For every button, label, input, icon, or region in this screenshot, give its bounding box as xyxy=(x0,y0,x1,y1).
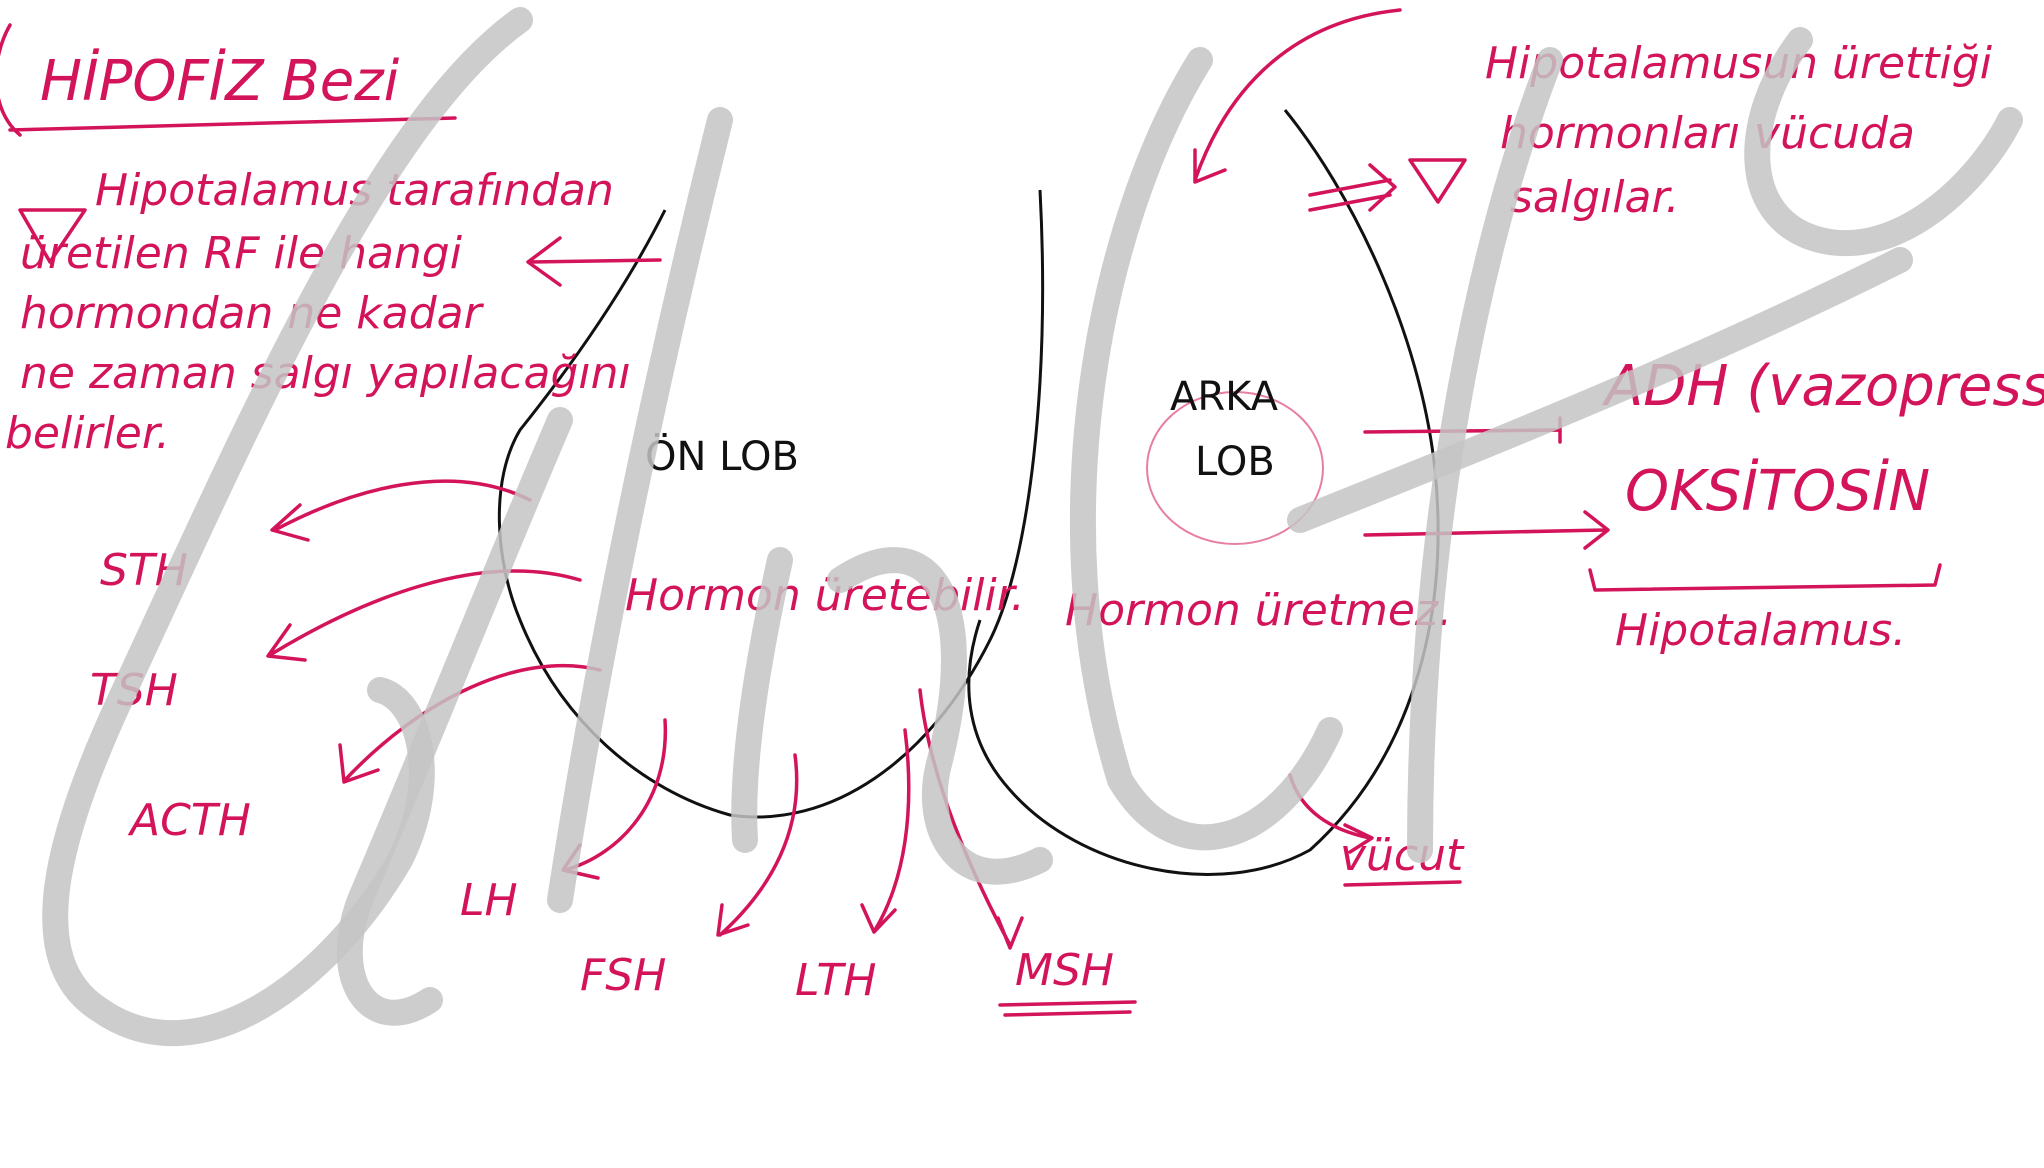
hormone-lh: LH xyxy=(460,875,518,926)
arrow-sth xyxy=(270,479,532,542)
hypothalamus-line-1: Hipotalamusun ürettiği xyxy=(1485,38,1993,89)
title-bracket xyxy=(0,23,22,137)
hypothalamus-line-2: hormonları vücuda xyxy=(1500,108,1915,159)
watermark-stroke-i xyxy=(731,547,793,853)
title-block: HİPOFİZ Bezi xyxy=(0,23,457,137)
intro-line-4: ne zaman salgı yapılacağını xyxy=(20,348,631,399)
anterior-lobe-note: Hormon üretebilir. xyxy=(625,570,1025,621)
gland-outline xyxy=(497,109,1440,876)
posterior-lobe-circle xyxy=(1146,391,1324,545)
hypothalamus-note: Hipotalamusun ürettiği hormonları vücuda… xyxy=(1193,8,1993,223)
intro-line-3: hormondan ne kadar xyxy=(20,288,485,339)
hypothalamus-curved-arrow xyxy=(1193,8,1402,184)
posterior-lobe-outline xyxy=(967,109,1440,876)
hormone-lth: LTH xyxy=(795,955,877,1006)
posterior-hormones: ADH (vazopressin) OKSİTOSİN Hipotalamus.… xyxy=(1288,354,2044,887)
hormone-oxytocin: OKSİTOSİN xyxy=(1625,459,1930,524)
bracket-label: Hipotalamus. xyxy=(1615,605,1906,656)
watermark-stroke-e xyxy=(336,407,573,1026)
arrow-msh xyxy=(918,688,1024,950)
arrow-tsh xyxy=(266,569,582,662)
arrow-lth xyxy=(860,728,911,934)
posterior-lobe-label-top: ARKA xyxy=(1170,374,1279,420)
body-underline xyxy=(1343,880,1462,887)
page-title: HİPOFİZ Bezi xyxy=(40,49,400,114)
watermark-stroke-l xyxy=(547,107,733,913)
msh-underline xyxy=(998,1000,1137,1017)
arrow-fsh xyxy=(716,753,799,937)
posterior-lobe-label-bottom: LOB xyxy=(1195,439,1275,485)
body-label: vücut xyxy=(1340,830,1465,881)
triangle-icon-2 xyxy=(1408,158,1467,204)
triangle-icon xyxy=(18,208,87,264)
hypothalamus-line-3: salgılar. xyxy=(1510,172,1680,223)
watermark-stroke-h xyxy=(1069,47,1343,851)
watermark-stroke-s xyxy=(42,7,533,1047)
title-underline xyxy=(8,116,457,132)
anterior-hormones: STH TSH ACTH LH FSH LTH MSH xyxy=(90,479,1137,1017)
hormone-fsh: FSH xyxy=(580,950,666,1001)
anterior-lobe-label: ÖN LOB xyxy=(645,432,799,480)
hormone-msh: MSH xyxy=(1015,945,1114,996)
hormone-bracket xyxy=(1588,563,1942,592)
arrow-acth xyxy=(338,663,602,784)
watermark-stroke-bar xyxy=(1287,247,1913,533)
watermark-stroke-a xyxy=(1744,27,2023,257)
posterior-lobe-note: Hormon üretmez. xyxy=(1065,585,1452,636)
intro-line-2: üretilen RF ile hangi xyxy=(20,228,463,279)
hypothalamus-double-arrow xyxy=(1308,163,1397,212)
arrow-oxytocin xyxy=(1363,510,1610,550)
intro-note: Hipotalamus tarafından üretilen RF ile h… xyxy=(5,165,662,459)
anterior-lobe-outline xyxy=(497,189,1045,819)
intro-arrow xyxy=(526,236,662,287)
watermark-stroke-h2 xyxy=(1407,47,1563,863)
watermark xyxy=(42,7,2023,1047)
watermark-stroke-n xyxy=(827,547,1053,885)
hormone-acth: ACTH xyxy=(127,795,251,846)
intro-line-5: belirler. xyxy=(5,408,170,459)
